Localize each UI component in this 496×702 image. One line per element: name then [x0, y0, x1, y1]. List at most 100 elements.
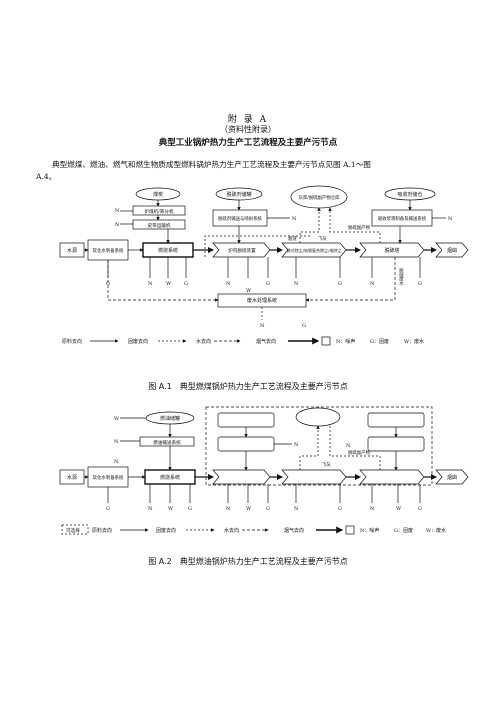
legend-waste-water: W：废水 [404, 338, 424, 345]
legend-noise: N：噪声 [336, 338, 355, 345]
flue-gas-label: 烟渣 [288, 235, 297, 242]
appendix-title: 附 录 A [227, 115, 269, 125]
absorbent-store-label: 吸收剂储仓 [397, 191, 422, 198]
dust-removal-label: 袋式除尘/电袋复合除尘/电除尘 [287, 247, 342, 253]
wastewater-label: 废水处理系统 [247, 297, 277, 304]
intro-line-2: A.4。 [36, 172, 57, 181]
desulf-tower-box [359, 242, 425, 258]
figure-1-caption: 图 A.1 典型燃煤锅炉热力生产工艺流程及主要产污节点 [148, 382, 348, 391]
solid-waste-mark: G [184, 281, 188, 287]
solid-waste-mark: G [338, 281, 342, 287]
figure-1 [59, 185, 469, 346]
solid-waste-mark: G [188, 506, 192, 512]
figure-2 [59, 406, 469, 535]
process-box-b [281, 469, 347, 485]
chimney-label: 烟囱 [447, 247, 457, 254]
optional-node [295, 407, 341, 427]
optional-box-3 [217, 436, 275, 452]
noise-mark: N [226, 281, 231, 287]
noise-mark: N [226, 506, 231, 512]
byproduct-label: 脱硫副产物 [348, 224, 371, 231]
chimney-box [435, 242, 469, 258]
noise-mark: N [260, 323, 265, 329]
wastewater-mark: W [246, 506, 252, 512]
appendix-note: （资料性附录） [220, 125, 276, 134]
legend-noise-2: N：噪声 [360, 527, 379, 534]
legend-solid-waste-2: G：固废 [394, 527, 413, 534]
process-box-c [359, 469, 425, 485]
fly-ash-label-2: 飞灰 [322, 461, 331, 468]
legend-solid-waste: G：固废 [370, 338, 389, 345]
noise-mark: N [370, 281, 375, 287]
noise-mark: N [448, 216, 453, 222]
desulf-agent-label: 脱硫剂储罐 [226, 191, 251, 198]
noise-mark: N [114, 459, 119, 465]
solid-waste-mark: G [418, 281, 422, 287]
wastewater-mark: W [114, 416, 120, 422]
solid-waste-mark: G [106, 281, 110, 287]
figure-2-labels: 燃油储罐 燃油输送系统 水源 软化水制备系统 燃烧系统 烟囱 脱硫副产物 飞灰 … [66, 415, 457, 534]
solid-waste-mark: G [106, 506, 110, 512]
ash-silo-label: 灰库/脱硫副产物仓库 [299, 194, 341, 201]
legend-raw-2: 原料去向 [92, 527, 112, 534]
coal-label: 煤炭 [153, 191, 163, 198]
softening-label: 软化水制备系统 [93, 247, 124, 254]
appendix-heading: 典型工业锅炉热力生产工艺流程及主要产污节点 [158, 138, 338, 148]
legend-solid: 固废去向 [128, 338, 148, 345]
water-source-label: 水源 [67, 247, 77, 254]
legend-solid-2: 固废去向 [156, 527, 176, 534]
legend-optional: 可选择 [66, 527, 80, 534]
solid-waste-mark: G [418, 506, 422, 512]
optional-box-2 [367, 412, 425, 428]
figure-1-labels: 煤炭 脱硫剂储罐 灰库/脱硫副产物仓库 吸收剂储仓 炉煤机/筛分机 皮带运输机 … [62, 191, 457, 345]
coal-convey-label: 皮带运输机 [148, 222, 171, 229]
absorbent-prep-label: 吸收浆液制备及输送系统 [378, 215, 427, 222]
legend-raw: 原料去向 [62, 338, 82, 345]
legend-waste-water-2: W：废水 [426, 527, 446, 534]
wastewater-mark: W [168, 506, 174, 512]
legend-water-2: 水去向 [224, 527, 239, 534]
noise-mark: N [294, 506, 299, 512]
combustion-label: 燃烧系统 [158, 247, 178, 254]
noise-mark: N [294, 281, 299, 287]
desulf-tower-label: 脱硫塔 [384, 247, 399, 254]
wastewater-mark: W [246, 288, 252, 294]
noise-mark: N [294, 442, 299, 448]
noise-mark: N [114, 439, 119, 445]
oil-convey-label: 燃油输送系统 [153, 439, 181, 446]
noise-mark: N [148, 281, 153, 287]
noise-mark: N [148, 506, 153, 512]
solid-waste-mark: G [266, 281, 270, 287]
byproduct-label-2: 脱硫副产物 [348, 449, 371, 456]
noise-mark: N [370, 506, 375, 512]
wastewater-mark: W [396, 506, 402, 512]
process-box-a [212, 469, 271, 485]
furnace-desulf-label: 炉内脱硫装置 [228, 247, 256, 254]
desulf-agent-conveyor-label: 脱硫剂输送与喷射系统 [218, 215, 263, 222]
noise-mark: N [346, 443, 351, 449]
optional-box-1 [217, 412, 275, 428]
intro-line-1: 典型燃煤、燃油、燃气和燃生物质成型燃料锅炉热力生产工艺流程及主要产污节点见图 A… [52, 160, 371, 169]
legend-water: 水去向 [196, 338, 211, 345]
legend-gas: 烟气去向 [256, 338, 276, 345]
softening-label-2: 软化水制备系统 [93, 474, 124, 481]
solid-waste-mark: G [302, 323, 306, 329]
oil-convey-box [139, 436, 195, 447]
legend-gas-2: 烟气去向 [284, 527, 304, 534]
solid-waste-mark: G [338, 506, 342, 512]
oil-tank-label: 燃油储罐 [160, 415, 180, 422]
chimney-box-2 [435, 469, 469, 485]
noise-mark: N [115, 222, 120, 228]
noise-mark: N [292, 216, 297, 222]
combustion-label-2: 燃烧系统 [160, 474, 180, 481]
optional-box-4 [367, 436, 425, 452]
optional-region [205, 406, 433, 486]
figure-2-caption: 图 A.2 典型燃油锅炉热力生产工艺流程及主要产污节点 [148, 557, 348, 566]
wastewater-mark: W [166, 281, 172, 287]
chimney-label-2: 烟囱 [447, 474, 457, 481]
coal-prep-label: 炉煤机/筛分机 [144, 208, 174, 215]
noise-mark: N [115, 208, 120, 214]
desulf-wastewater-label: 脱硫废水 [399, 267, 404, 286]
furnace-desulf-box [212, 242, 271, 258]
